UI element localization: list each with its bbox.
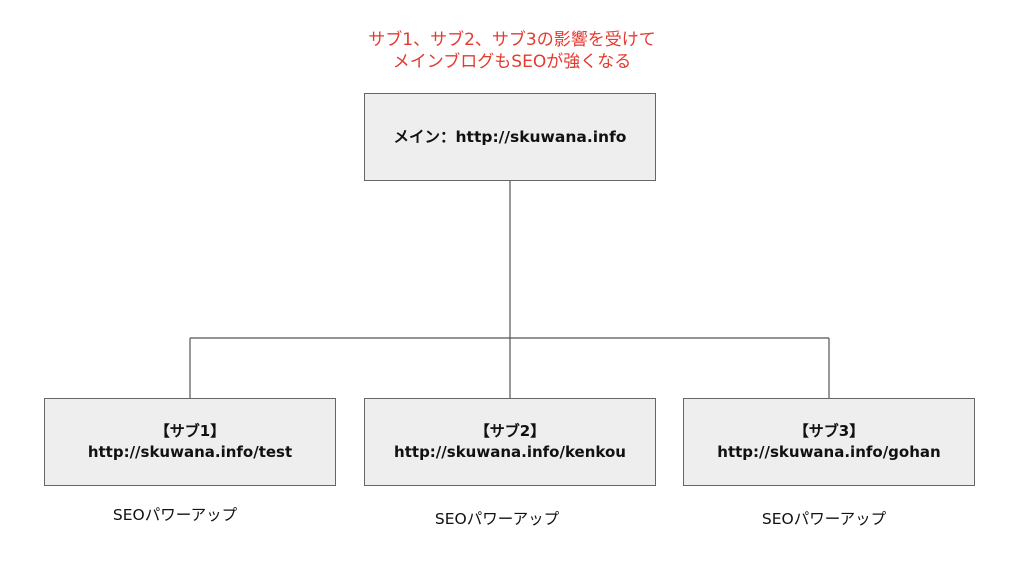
sub-node-3-note: SEOパワーアップ	[761, 510, 887, 528]
sub-node-1-url: http://skuwana.info/test	[87, 443, 293, 461]
sub-node-1-note: SEOパワーアップ	[112, 506, 238, 524]
caption-line-2: メインブログもSEOが強くなる	[392, 52, 632, 72]
sub-node-3: 【サブ3】 http://skuwana.info/gohan	[683, 398, 975, 486]
sub-node-2-title: 【サブ2】	[474, 422, 546, 440]
caption-line-1: サブ1、サブ2、サブ3の影響を受けて	[368, 30, 656, 50]
sub-node-1: 【サブ1】 http://skuwana.info/test	[44, 398, 336, 486]
sub-node-3-url: http://skuwana.info/gohan	[717, 443, 941, 461]
main-node-label: メイン：http://skuwana.info	[393, 127, 627, 146]
sub-node-2-url: http://skuwana.info/kenkou	[394, 443, 626, 461]
sub-node-2-note: SEOパワーアップ	[434, 510, 560, 528]
sub-node-3-title: 【サブ3】	[793, 422, 865, 440]
sub-node-2: 【サブ2】 http://skuwana.info/kenkou	[364, 398, 656, 486]
main-node: メイン：http://skuwana.info	[364, 93, 656, 181]
sub-node-1-title: 【サブ1】	[154, 422, 226, 440]
